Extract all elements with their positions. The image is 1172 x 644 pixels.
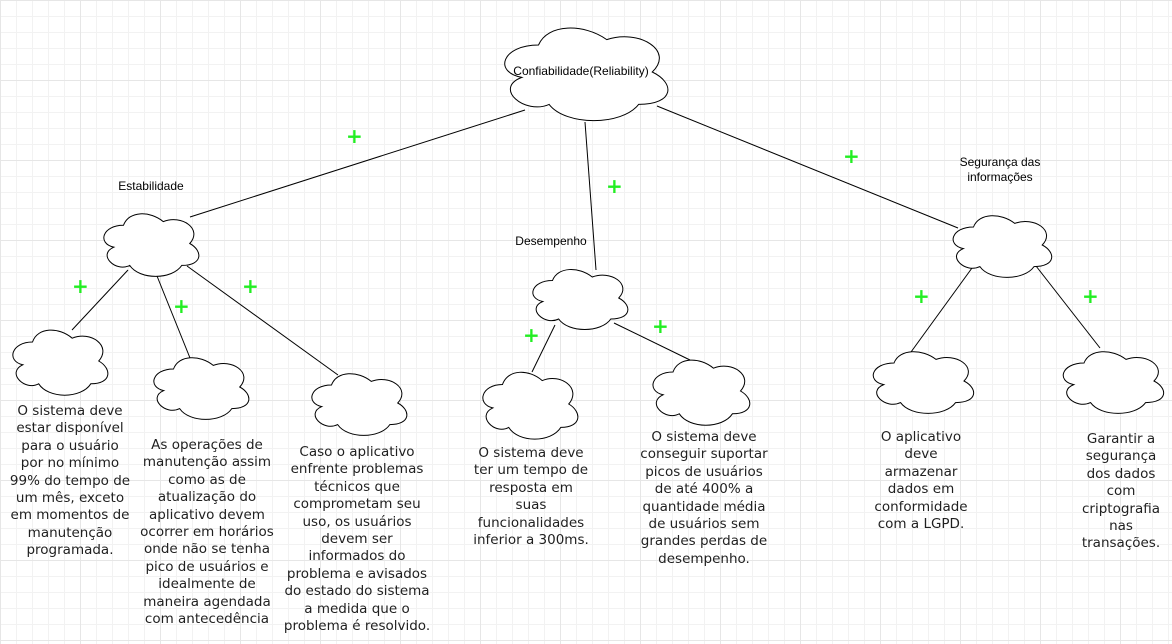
edge-root-desempenho (584, 121, 597, 271)
cloud-icon[interactable] (6, 323, 112, 399)
edge-seguranca-seg2 (1035, 265, 1101, 349)
edge-root-estabilidade (189, 109, 526, 218)
plus-icon[interactable]: + (72, 274, 89, 298)
edge-estabilidade-est1 (71, 269, 129, 331)
edge-estabilidade-est2 (156, 275, 191, 359)
edge-estabilidade-est3 (186, 265, 339, 376)
cloud-icon[interactable] (1056, 345, 1168, 417)
node-label-seguranca[interactable]: Segurança das informações (959, 155, 1041, 184)
edge-desempenho-des1 (531, 324, 556, 373)
requirement-text-incident-notice: Caso o aplicativo enfrente problemas téc… (283, 444, 431, 635)
plus-icon[interactable]: + (242, 274, 259, 298)
plus-icon[interactable]: + (606, 174, 623, 198)
node-label-desempenho[interactable]: Desempenho (515, 234, 587, 248)
plus-icon[interactable]: + (173, 294, 190, 318)
cloud-icon[interactable] (493, 18, 675, 126)
cloud-icon[interactable] (526, 263, 632, 333)
plus-icon[interactable]: + (652, 314, 669, 338)
node-label-estabilidade[interactable]: Estabilidade (118, 179, 184, 193)
cloud-icon[interactable] (866, 345, 978, 417)
edge-seguranca-seg1 (910, 267, 973, 353)
requirement-text-availability: O sistema deve estar disponível para o u… (9, 403, 131, 559)
cloud-icon[interactable] (476, 365, 582, 443)
requirement-text-response-time: O sistema deve ter um tempo de resposta … (473, 445, 589, 549)
cloud-icon[interactable] (97, 207, 203, 280)
plus-icon[interactable]: + (843, 144, 860, 168)
plus-icon[interactable]: + (346, 124, 363, 148)
cloud-icon[interactable] (305, 367, 411, 439)
edge-root-seguranca (656, 105, 959, 229)
requirement-text-encryption: Garantir a segurança dos dados com cript… (1081, 431, 1161, 552)
cloud-icon[interactable] (946, 209, 1056, 281)
requirement-text-lgpd: O aplicativo deve armazenar dados em con… (874, 429, 968, 533)
cloud-icon[interactable] (147, 351, 253, 423)
edge-desempenho-des2 (613, 322, 691, 361)
requirement-text-maintenance: As operações de manutenção assim como as… (140, 437, 274, 628)
cloud-icon[interactable] (646, 353, 754, 429)
plus-icon[interactable]: + (1082, 284, 1099, 308)
node-label-root[interactable]: Confiabilidade(Reliability) (513, 64, 649, 78)
plus-icon[interactable]: + (913, 284, 930, 308)
requirement-text-peak-load: O sistema deve conseguir suportar picos … (640, 429, 768, 567)
plus-icon[interactable]: + (523, 323, 540, 347)
